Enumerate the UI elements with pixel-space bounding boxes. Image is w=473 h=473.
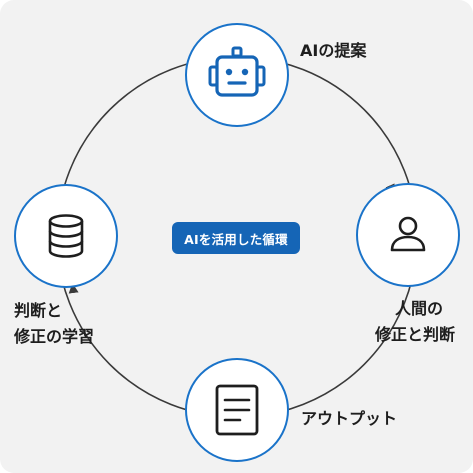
node-ai-proposal	[185, 23, 289, 127]
node-label-learning-line-1: 判断と	[14, 301, 63, 320]
node-label-ai-proposal-line-1: AIの提案	[300, 41, 367, 60]
person-icon	[390, 216, 426, 252]
node-label-output: アウトプット	[301, 406, 397, 432]
robot-icon	[208, 46, 266, 97]
database-icon	[48, 214, 84, 258]
node-label-output-line-1: アウトプット	[301, 409, 398, 428]
node-label-human-review-line-1: 人間の	[395, 299, 444, 318]
node-output	[185, 358, 289, 462]
node-label-learning-line-2: 修正の学習	[14, 327, 95, 346]
document-icon	[215, 384, 259, 436]
node-label-human-review-line-2: 修正と判断	[375, 325, 456, 344]
node-label-ai-proposal: AIの提案	[300, 38, 366, 64]
node-human-review	[356, 183, 460, 287]
center-badge: AIを活用した循環	[172, 222, 300, 254]
center-badge-label: AIを活用した循環	[184, 231, 288, 247]
node-label-human-review: 人間の 修正と判断	[375, 296, 455, 348]
node-learning	[14, 184, 118, 288]
node-label-learning: 判断と 修正の学習	[14, 298, 94, 350]
